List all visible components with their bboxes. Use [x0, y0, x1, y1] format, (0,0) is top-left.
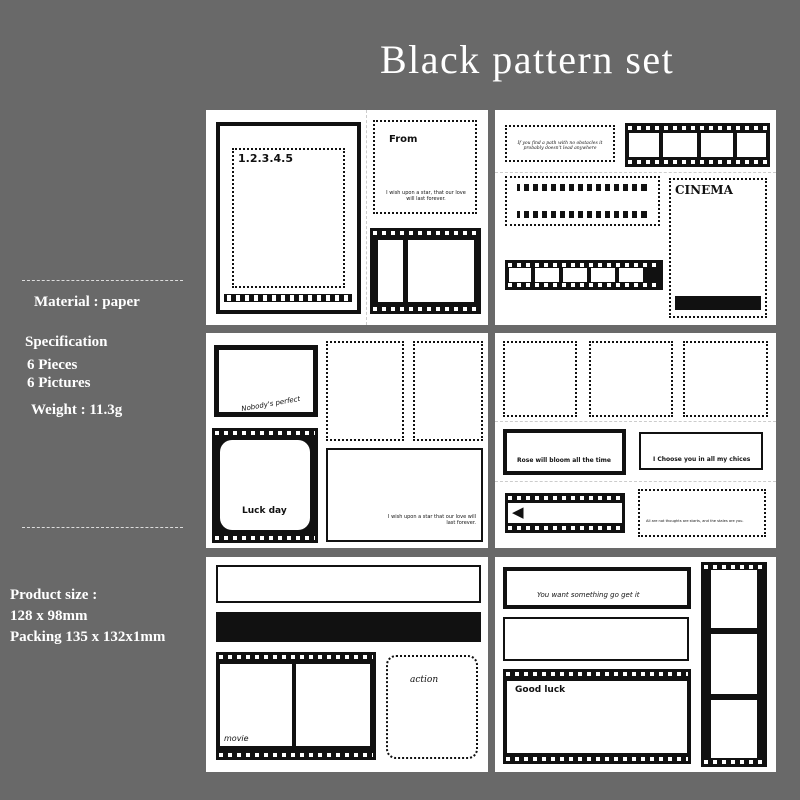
cinema-sticker: CINEMA [669, 178, 767, 318]
vertical-film-sticker [701, 562, 767, 767]
scallop-frame-sticker [589, 341, 673, 417]
want-text: You want something go get it [537, 591, 640, 599]
choose-text: I Choose you in all my chices [653, 456, 751, 463]
film-sticker [370, 228, 481, 314]
page-title: Black pattern set [380, 37, 675, 82]
filmstrip-sticker [625, 123, 770, 167]
good-luck-text: Good luck [515, 685, 566, 695]
numbers-text: 1.2.3.4.5 [238, 152, 293, 165]
divider [22, 527, 183, 528]
material-label: Material : paper [34, 294, 140, 310]
arrow-film-sticker: ◀ [505, 493, 625, 533]
weight-label: Weight : 11.3g [31, 402, 123, 418]
heart-frame-sticker [326, 341, 404, 441]
product-size-label: Product size : [10, 587, 98, 603]
luck-day-sticker: Luck day [212, 428, 318, 543]
action-sticker: action [386, 655, 478, 759]
star-frame-sticker [503, 341, 577, 417]
wish-sticker: I wish upon a star that our love will la… [326, 448, 483, 542]
dots-strip-sticker [216, 565, 481, 603]
action-text: action [410, 675, 439, 685]
choose-sticker: I Choose you in all my chices [639, 432, 763, 470]
size-value: 128 x 98mm [10, 608, 88, 624]
black-strip-sticker [216, 612, 481, 642]
from-sticker: From I wish upon a star, that our love w… [373, 120, 477, 214]
stars-text: All are not thoughts are starts, and the… [646, 519, 744, 523]
asterisk-frame-sticker [505, 176, 660, 226]
film-stars-sticker [505, 260, 663, 290]
sticker-sheet-3: Nobody's perfect Luck day I wish upon a … [206, 333, 488, 548]
luck-text: Luck day [242, 506, 287, 516]
wish-text: I wish upon a star that our love will la… [388, 514, 476, 526]
movie-text: movie [224, 734, 249, 743]
packing-value: Packing 135 x 132x1mm [10, 629, 166, 645]
sticker-sheet-1: 1.2.3.4.5 From I wish upon a star, that … [206, 110, 488, 325]
pictures-label: 6 Pictures [27, 375, 91, 391]
divider [22, 280, 183, 281]
movie-sticker: movie [216, 652, 376, 760]
sticker-sheet-2: If you find a path with no obstacles it … [495, 110, 776, 325]
sticker-sheet-4: Rose will bloom all the time I Choose yo… [495, 333, 776, 548]
from-text: From [389, 134, 418, 145]
sticker-sheet-5: movie action [206, 557, 488, 772]
specification-label: Specification [25, 334, 108, 350]
want-sticker: You want something go get it [503, 567, 691, 609]
good-luck-sticker: Good luck [503, 669, 691, 764]
dot-frame-sticker [683, 341, 768, 417]
quote-text: If you find a path with no obstacles it … [517, 141, 603, 151]
pieces-label: 6 Pieces [27, 357, 78, 373]
stars-sticker: All are not thoughts are starts, and the… [638, 489, 766, 537]
nobody-text: Nobody's perfect [240, 394, 301, 414]
wish-text: I wish upon a star, that our love will l… [386, 190, 466, 202]
cinema-text: CINEMA [675, 183, 733, 197]
notepad-sticker: 1.2.3.4.5 [216, 122, 361, 314]
quote-sticker: If you find a path with no obstacles it … [505, 125, 615, 162]
rose-text: Rose will bloom all the time [517, 457, 612, 464]
dots-label-sticker [503, 617, 689, 661]
sticker-sheet-6: You want something go get it Good luck [495, 557, 776, 772]
nobody-perfect-sticker: Nobody's perfect [214, 345, 318, 417]
rose-sticker: Rose will bloom all the time [503, 429, 626, 475]
dotted-frame-sticker [413, 341, 483, 441]
